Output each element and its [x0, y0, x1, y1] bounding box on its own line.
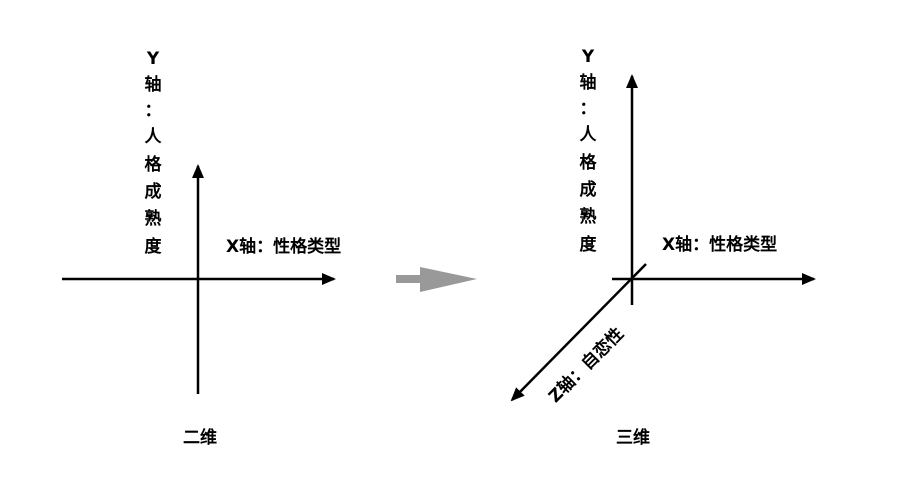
caption-2d: 二维 [183, 427, 217, 448]
y-axis-label: Y 轴 ： 人 格 成 熟 度 [580, 47, 598, 255]
y-label-char: Y [146, 49, 160, 69]
caption-3d: 三维 [616, 427, 650, 448]
y-axis-label: Y 轴 ： 人 格 成 熟 度 [145, 49, 163, 257]
x-axis-label: X轴：性格类型 [662, 234, 777, 255]
y-label-char: 格 [145, 154, 163, 175]
y-label-char: 度 [145, 236, 163, 257]
y-label-char: 成 [580, 179, 597, 200]
y-label-char: 轴 [580, 72, 597, 93]
y-label-char: 度 [580, 234, 598, 255]
y-label-char: ： [145, 101, 162, 121]
y-label-char: 人 [580, 125, 598, 145]
z-axis-line [510, 263, 647, 402]
y-label-char: 成 [145, 181, 162, 202]
transition-arrow-icon [396, 267, 477, 292]
y-label-char: 熟 [145, 208, 162, 229]
y-label-char: 格 [580, 152, 598, 173]
y-label-char: 熟 [580, 206, 597, 227]
three-d-diagram: Y 轴 ： 人 格 成 熟 度 X轴：性格类型 Z轴：自恋性 三维 [510, 47, 816, 448]
y-label-char: 轴 [145, 74, 162, 95]
y-label-char: ： [580, 99, 597, 119]
y-label-char: Y [581, 47, 595, 67]
z-axis-label: Z轴：自恋性 [544, 323, 628, 407]
two-d-diagram: Y 轴 ： 人 格 成 熟 度 X轴：性格类型 二维 [62, 49, 341, 448]
x-axis-label: X轴：性格类型 [226, 236, 341, 257]
y-label-char: 人 [145, 127, 163, 147]
